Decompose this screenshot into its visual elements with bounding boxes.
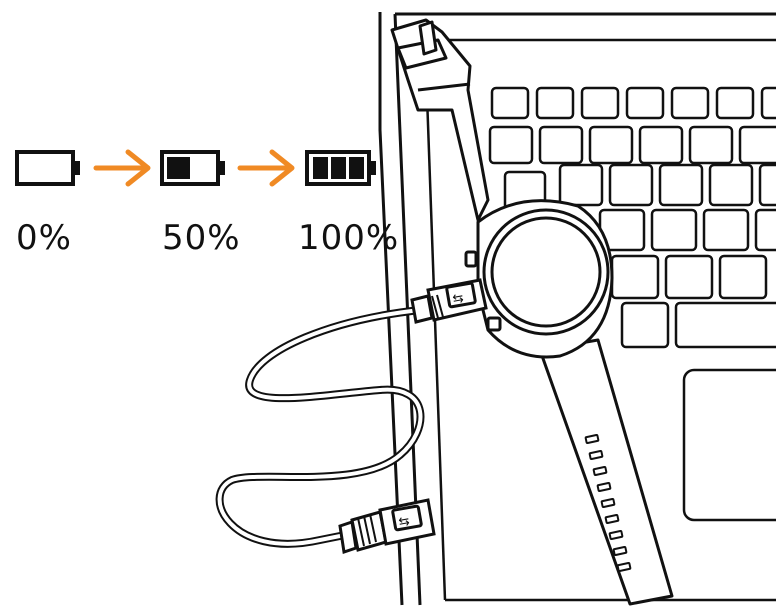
battery-label-0: 0% [16, 218, 72, 258]
arrow-right-icon [96, 152, 148, 184]
arrow-right-icon [240, 152, 292, 184]
battery-label-50: 50% [162, 218, 241, 258]
battery-empty-icon [17, 152, 80, 184]
watch-charger-plug [412, 280, 486, 322]
battery-label-100: 100% [298, 218, 399, 258]
battery-full-icon [307, 152, 376, 184]
usb-a-plug [340, 500, 434, 552]
battery-half-icon [162, 152, 225, 184]
battery-progression [17, 152, 376, 184]
